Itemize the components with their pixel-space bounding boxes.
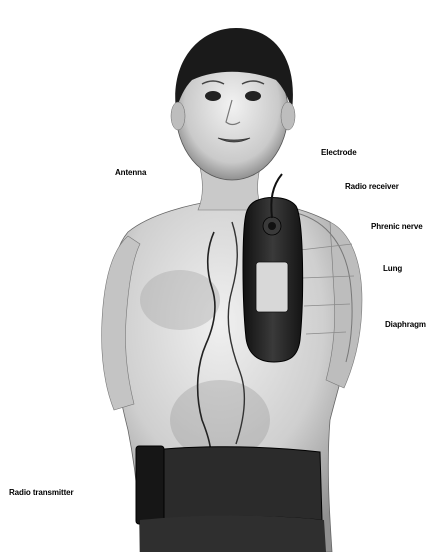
chest-shadow [140, 270, 220, 330]
label-antenna: Antenna [115, 168, 146, 177]
right-eye [245, 91, 261, 101]
label-phrenic-nerve: Phrenic nerve [371, 222, 423, 231]
receiver-coil-center [268, 222, 276, 230]
label-electrode: Electrode [321, 148, 357, 157]
left-eye [205, 91, 221, 101]
left-ear [171, 102, 185, 130]
radio-transmitter-box [136, 446, 164, 524]
label-radio-transmitter: Radio transmitter [9, 488, 74, 497]
receiver-window [256, 262, 288, 312]
label-lung: Lung [383, 264, 402, 273]
label-radio-receiver: Radio receiver [345, 182, 399, 191]
right-ear [281, 102, 295, 130]
lower-body [140, 516, 326, 553]
label-diaphragm: Diaphragm [385, 320, 426, 329]
